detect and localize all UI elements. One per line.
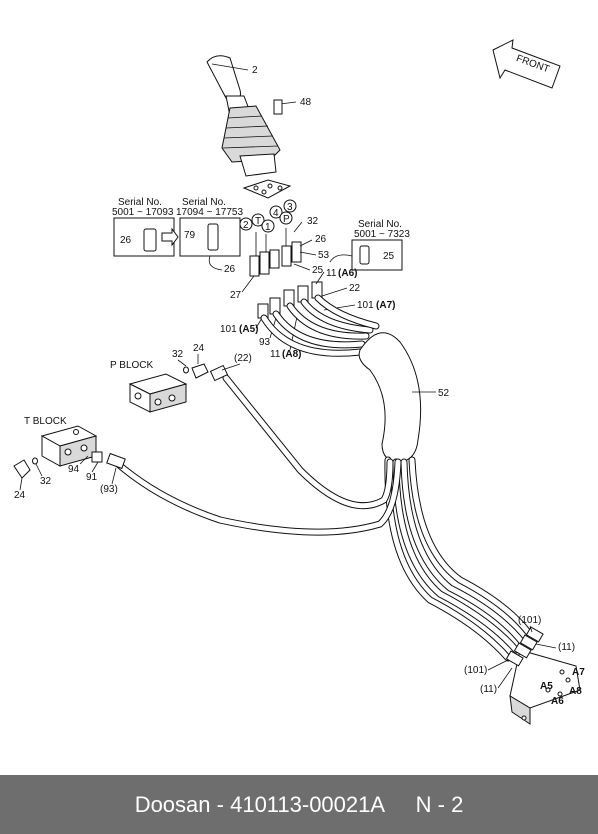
callout-22: 22 [349, 283, 361, 294]
serial-box-2-range: 17094 ~ 17753 [176, 207, 243, 218]
serial-box-1-part: 26 [120, 235, 132, 246]
hose-pt [114, 374, 402, 536]
serial-box-1-title: Serial No. [118, 197, 162, 208]
callout-26b: 26 [224, 264, 236, 275]
callout-11p-bot: (11) [480, 684, 497, 695]
t-block-label: T BLOCK [24, 416, 67, 427]
valve-plate [242, 179, 292, 199]
hose-bundle-lower [384, 456, 532, 662]
serial-box-1: Serial No. 5001 ~ 17093 26 [112, 197, 175, 257]
callout-25: 25 [312, 265, 324, 276]
callout-26a: 26 [315, 234, 327, 245]
port-marker-2: 2 [243, 220, 249, 231]
callout-52: 52 [438, 388, 450, 399]
protective-sleeve [358, 332, 422, 463]
callout-101p-bot: (101) [464, 665, 487, 676]
port-marker-p: P [283, 214, 290, 225]
port-a6: A6 [551, 696, 564, 707]
callout-93p: (93) [100, 484, 118, 495]
port-a7: A7 [572, 667, 585, 678]
footer-brand: Doosan [134, 791, 211, 817]
callout-94: 94 [68, 464, 80, 475]
port-a5: A5 [540, 681, 553, 692]
t-block [40, 425, 98, 467]
callout-11a6-tag: (A6) [338, 268, 357, 279]
footer-page: N - 2 [415, 791, 464, 817]
callout-11a6-num: 11 [326, 268, 337, 279]
callout-101p-top: (101) [518, 615, 541, 626]
callout-93: 93 [259, 337, 271, 348]
serial-box-2-part: 79 [184, 230, 196, 241]
port-markers: 2 T 1 4 P 3 [239, 199, 297, 233]
footer-part-number: 410113-00021A [230, 791, 386, 817]
callout-101a5-num: 101 [220, 324, 237, 335]
footer-sep-1: - [210, 791, 231, 817]
callout-2: 2 [252, 65, 258, 76]
port-marker-3: 3 [287, 202, 293, 213]
arrow-right [161, 227, 179, 247]
callout-32b: 32 [172, 349, 184, 360]
callout-22p: (22) [234, 353, 252, 364]
p-block-label: P BLOCK [110, 360, 153, 371]
serial-box-3-part: 25 [383, 251, 395, 262]
bolt-48 [273, 99, 297, 115]
port-marker-1: 1 [265, 222, 271, 233]
callout-48: 48 [300, 97, 312, 108]
serial-box-1-range: 5001 ~ 17093 [112, 207, 174, 218]
callout-91: 91 [86, 472, 98, 483]
elbow-24 [13, 459, 31, 479]
fittings-cluster [249, 228, 302, 277]
callout-11a8-num: 11 [270, 349, 281, 360]
joystick-boot [221, 105, 281, 177]
callout-32a: 32 [307, 216, 319, 227]
callout-53: 53 [318, 250, 330, 261]
callout-11p-top: (11) [558, 642, 575, 653]
hydraulic-joystick-diagram: FRONT 2 48 2 T 1 4 P 3 [13, 39, 585, 725]
footer-bar: Doosan - 410113-00021A N - 2 [0, 775, 598, 834]
hose-bundle-upper [260, 294, 380, 357]
footer-gap [385, 792, 416, 818]
joystick-handle [206, 55, 251, 117]
port-marker-4: 4 [273, 208, 279, 219]
serial-box-3-range: 5001 ~ 7323 [354, 229, 410, 240]
port-a8: A8 [569, 686, 582, 697]
callout-101a7-num: 101 [357, 300, 374, 311]
callout-101a7-tag: (A7) [376, 300, 395, 311]
serial-box-2-title: Serial No. [182, 197, 226, 208]
bracket-fittings [505, 626, 544, 667]
serial-box-2: Serial No. 17094 ~ 17753 79 [176, 197, 243, 257]
callout-101a5-tag: (A5) [239, 324, 258, 335]
front-arrow: FRONT [492, 39, 561, 89]
callout-24b: 24 [14, 490, 26, 501]
callout-27: 27 [230, 290, 242, 301]
callout-24a: 24 [193, 343, 205, 354]
serial-box-3-title: Serial No. [358, 219, 402, 230]
callout-32c: 32 [40, 476, 52, 487]
port-marker-t: T [255, 216, 261, 227]
callout-11a8-tag: (A8) [282, 349, 301, 360]
mounting-bracket [509, 649, 581, 725]
serial-box-3: Serial No. 5001 ~ 7323 25 [351, 219, 410, 271]
p-block [128, 373, 188, 413]
